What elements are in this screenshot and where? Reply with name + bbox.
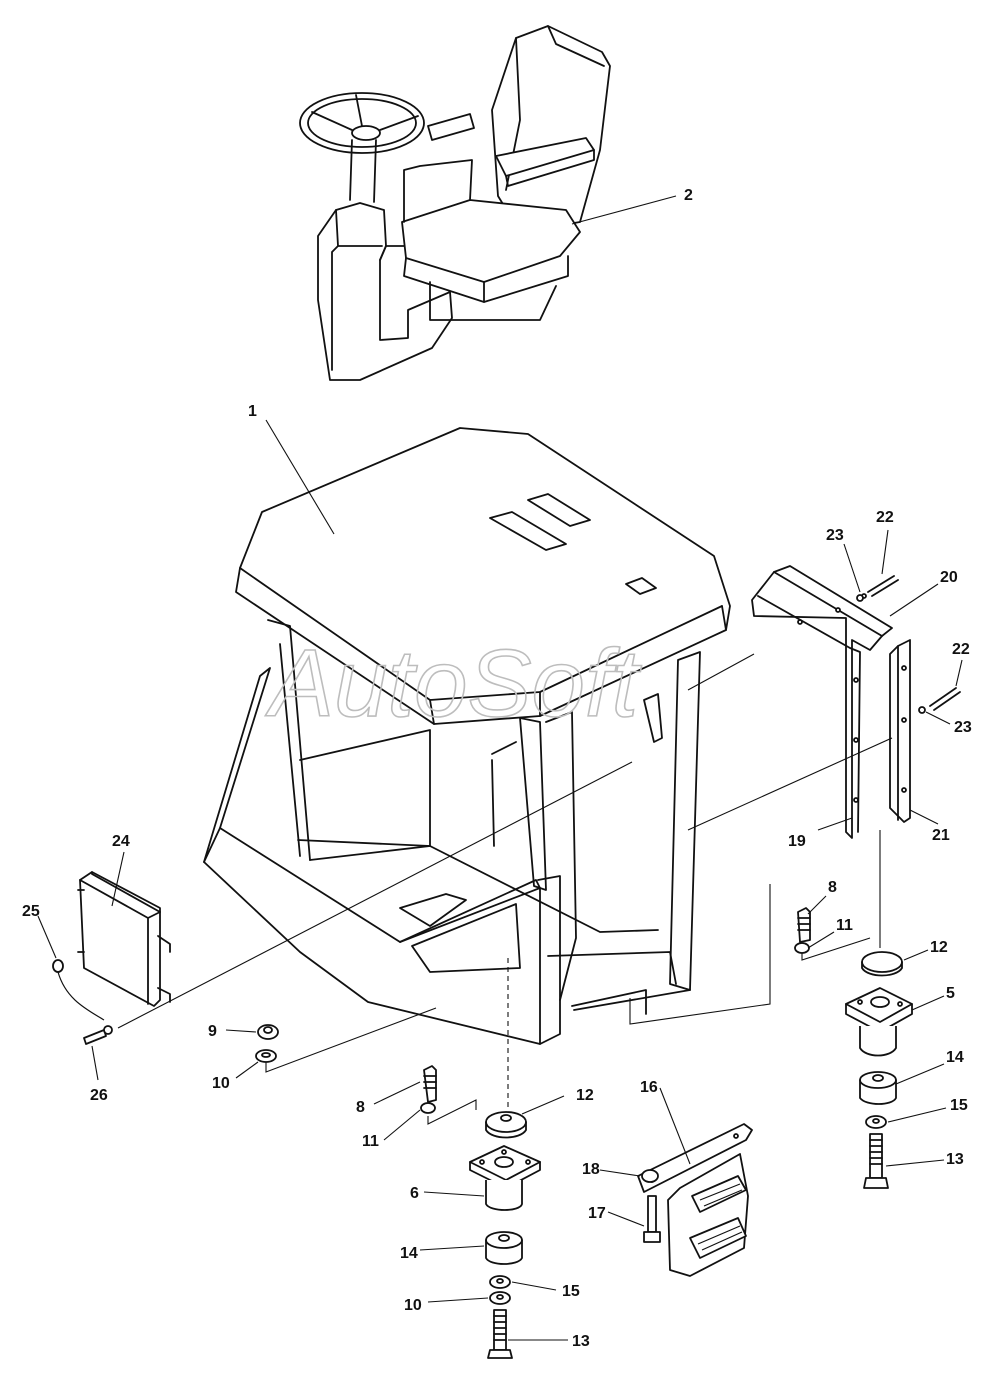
seat-backrest [491, 25, 611, 233]
callout-9: 9 [208, 1023, 217, 1040]
callout-1: 1 [248, 403, 257, 420]
callout-18: 18 [582, 1161, 600, 1178]
right-mount-leader [629, 830, 881, 1025]
washer-15-right [865, 1115, 887, 1129]
callout-5: 5 [946, 985, 955, 1002]
callout-17: 17 [588, 1205, 606, 1222]
callout-25: 25 [22, 903, 40, 920]
steering-pedestal [317, 202, 453, 381]
nut-9 [257, 1024, 279, 1040]
callout-22-lower: 22 [952, 641, 970, 658]
callout-23-upper: 23 [826, 527, 844, 544]
bolt-13-center [487, 1309, 513, 1359]
watermark-text: AutoSoft [265, 630, 642, 737]
callout-15-center: 15 [562, 1283, 580, 1300]
callout-19: 19 [788, 833, 806, 850]
bolt-8-right [797, 907, 811, 943]
callout-12-right: 12 [930, 939, 948, 956]
cushion-12-center [485, 1111, 527, 1139]
callout-12-center: 12 [576, 1087, 594, 1104]
callout-10-lower: 10 [404, 1297, 422, 1314]
pin-22-upper [856, 575, 899, 602]
callout-11-right: 11 [836, 917, 853, 934]
step-16 [637, 1123, 753, 1277]
washer-10-upper [255, 1049, 277, 1063]
seal-strip-21 [889, 639, 911, 823]
cab-assembly [203, 427, 731, 1045]
mount-5 [845, 987, 913, 1057]
bolt-17 [643, 1195, 661, 1243]
cushion-14-center [485, 1231, 523, 1265]
callout-8-right: 8 [828, 879, 837, 896]
washer-18 [641, 1169, 659, 1183]
washer-10-lower [489, 1291, 511, 1305]
callout-21: 21 [932, 827, 950, 844]
seal-strip-19-20 [751, 565, 893, 839]
callout-2: 2 [684, 187, 693, 204]
document-holder-24 [77, 871, 171, 1007]
callout-11-center: 11 [362, 1133, 379, 1150]
seat-cushion [401, 199, 581, 283]
callout-16: 16 [640, 1079, 658, 1096]
callout-14-center: 14 [400, 1245, 418, 1262]
callout-8-center: 8 [356, 1099, 365, 1116]
callout-13-right: 13 [946, 1151, 964, 1168]
cushion-12-right [861, 951, 903, 977]
callout-14-right: 14 [946, 1049, 964, 1066]
cab-lower-body [203, 827, 541, 1045]
washer-15-center [489, 1275, 511, 1289]
lanyard-25 [52, 959, 105, 1021]
bolt-13-right [863, 1133, 889, 1189]
callout-23-lower: 23 [954, 719, 972, 736]
callout-10-upper: 10 [212, 1075, 230, 1092]
cushion-14-right [859, 1071, 897, 1105]
callout-22-upper: 22 [876, 509, 894, 526]
mount-6 [469, 1145, 541, 1211]
callout-15-right: 15 [950, 1097, 968, 1114]
washer-11-right [794, 942, 810, 954]
pin-22-lower [918, 687, 961, 714]
washer-11-center [420, 1102, 436, 1114]
callout-26: 26 [90, 1087, 108, 1104]
callout-24: 24 [112, 833, 130, 850]
bolt-8-center [423, 1065, 437, 1103]
seat-and-steering-assembly [299, 25, 611, 381]
callout-20: 20 [940, 569, 958, 586]
callout-6: 6 [410, 1185, 419, 1202]
callout-13-center: 13 [572, 1333, 590, 1350]
screw-26 [83, 1025, 113, 1045]
steering-wheel [299, 92, 425, 154]
